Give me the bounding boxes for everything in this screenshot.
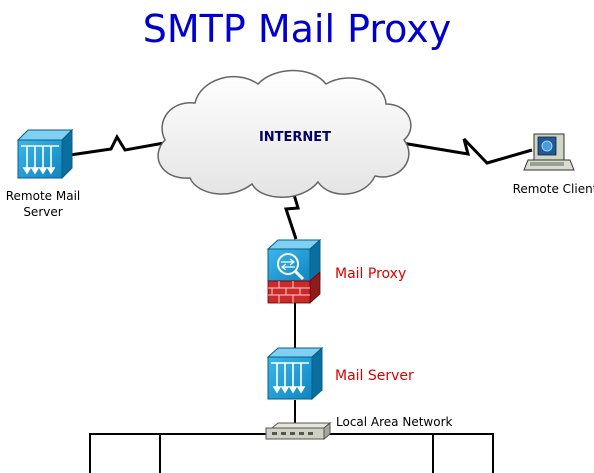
internet-cloud: INTERNET — [157, 69, 412, 198]
mail-server-icon — [266, 346, 324, 401]
hub-icon — [265, 421, 332, 441]
mail-server: Mail Server — [266, 346, 414, 401]
remote-mail-server: Remote Mail Server — [6, 128, 81, 219]
wan-link-remote-server — [69, 133, 165, 157]
remote-mail-server-label-line2: Server — [23, 205, 62, 219]
lan-hub: Local Area Network — [265, 415, 453, 441]
mail-proxy-label: Mail Proxy — [335, 266, 406, 282]
connections — [69, 133, 533, 240]
workstation-icon — [523, 133, 575, 171]
wan-link-proxy — [283, 190, 300, 240]
wan-link-remote-client — [401, 137, 533, 165]
cloud-label: INTERNET — [259, 130, 331, 145]
page-title: SMTP Mail Proxy — [143, 7, 451, 51]
firewall-proxy-icon — [266, 238, 322, 304]
remote-client: Remote Client — [513, 133, 594, 196]
mail-server-icon — [16, 128, 74, 180]
remote-client-label: Remote Client — [513, 182, 594, 196]
remote-mail-server-label-line1: Remote Mail — [6, 189, 81, 203]
mail-server-label: Mail Server — [335, 368, 414, 384]
lan-label: Local Area Network — [336, 415, 453, 429]
mail-proxy: Mail Proxy — [266, 238, 406, 304]
